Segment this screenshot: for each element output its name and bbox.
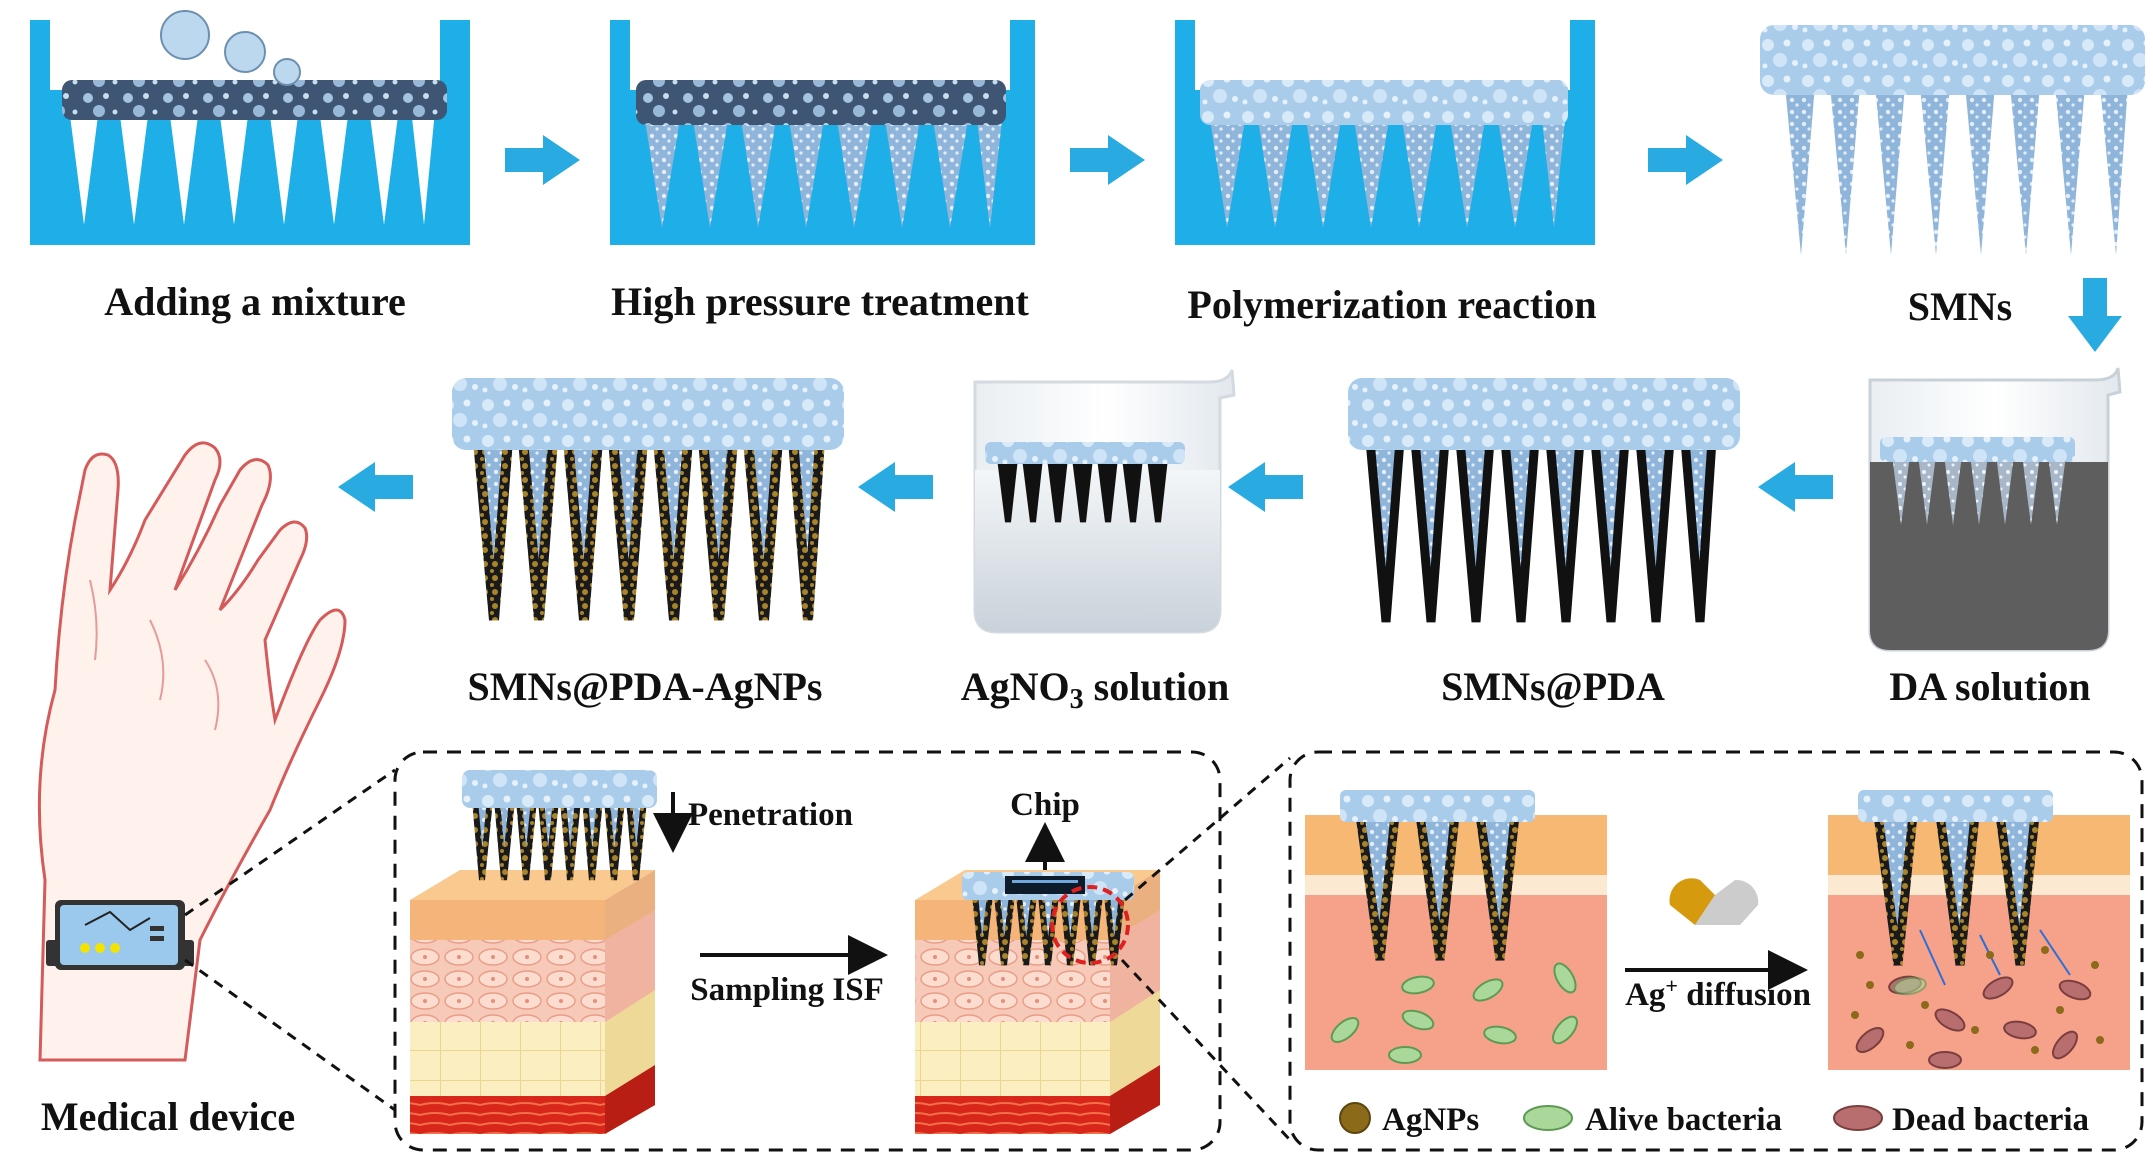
arrow-right-3 — [1648, 148, 1686, 172]
step2-label: High pressure treatment — [611, 279, 1029, 324]
connector-line-upper — [184, 768, 396, 917]
skin-section-after — [1828, 790, 2130, 1070]
step2-mold — [610, 20, 1035, 245]
step3-label: Polymerization reaction — [1187, 282, 1596, 327]
arrow-right-3-head — [1686, 135, 1723, 185]
legend-alive-swatch — [1523, 1105, 1573, 1131]
chip-label: Chip — [1010, 787, 1080, 823]
agnps-label: SMNs@PDA-AgNPs — [468, 664, 823, 709]
hand-illustration — [37, 441, 347, 1062]
device-label: Medical device — [41, 1094, 295, 1139]
arrow-left-2-head — [1228, 462, 1265, 512]
step4-label: SMNs — [1908, 284, 2012, 329]
arrow-left-4 — [375, 475, 413, 499]
pda-array — [1348, 378, 1740, 623]
da-label: DA solution — [1889, 664, 2090, 709]
legend: AgNPs Alive bacteria Dead bacteria — [1339, 1102, 2089, 1138]
zoom-circle — [1050, 885, 1130, 965]
skin-section-before — [1305, 790, 1607, 1070]
penetration-label: Penetration — [688, 797, 853, 833]
arrow-down-head — [2068, 316, 2122, 352]
connector-line-zoom-lower — [1120, 958, 1292, 1142]
antibacterial-panel — [1288, 750, 2144, 1152]
legend-dead-swatch — [1833, 1105, 1883, 1131]
skin-block-1 — [410, 870, 655, 1134]
arrow-left-4-head — [338, 462, 375, 512]
step1-mold — [30, 10, 470, 245]
agno3-label-tail: solution — [1084, 664, 1230, 709]
sampling-label: Sampling ISF — [690, 972, 884, 1008]
legend-alive-label: Alive bacteria — [1585, 1102, 1782, 1138]
agno3-label-main: AgNO — [961, 664, 1070, 709]
arrow-left-1 — [1795, 475, 1833, 499]
agno3-label: AgNO3 solution — [961, 664, 1230, 715]
ag-capsule-icon — [1669, 878, 1759, 925]
arrow-right-1 — [505, 148, 543, 172]
agno3-label-sub: 3 — [1070, 684, 1084, 715]
arrow-right-2 — [1070, 148, 1108, 172]
legend-agnps-label: AgNPs — [1382, 1102, 1479, 1138]
diffusion-label: Ag+ diffusion — [1625, 973, 1811, 1013]
arrow-right-2-head — [1108, 135, 1145, 185]
agnps-array — [452, 378, 844, 621]
arrow-right-1-head — [543, 135, 580, 185]
diffusion-label-main: Ag — [1625, 977, 1666, 1013]
penetration-panel — [393, 750, 1222, 1152]
arrow-left-3 — [895, 475, 933, 499]
smns-array — [1760, 25, 2145, 255]
diffusion-label-sup: + — [1665, 973, 1678, 998]
panel1-needles — [462, 770, 657, 881]
arrow-left-3-head — [858, 462, 895, 512]
panel2-needles — [962, 872, 1134, 966]
pda-label: SMNs@PDA — [1441, 664, 1665, 709]
agno3-beaker — [973, 369, 1236, 634]
step3-mold — [1175, 20, 1595, 245]
arrow-down — [2083, 278, 2107, 316]
step1-label: Adding a mixture — [104, 279, 406, 324]
connector-line-zoom-upper — [1124, 756, 1291, 902]
legend-dead-label: Dead bacteria — [1892, 1102, 2089, 1138]
connector-line-lower — [184, 958, 396, 1112]
da-beaker — [1868, 367, 2122, 652]
legend-agnps-swatch — [1339, 1102, 1371, 1134]
diffusion-label-tail: diffusion — [1678, 977, 1811, 1013]
arrow-left-1-head — [1758, 462, 1795, 512]
arrow-left-2 — [1265, 475, 1303, 499]
